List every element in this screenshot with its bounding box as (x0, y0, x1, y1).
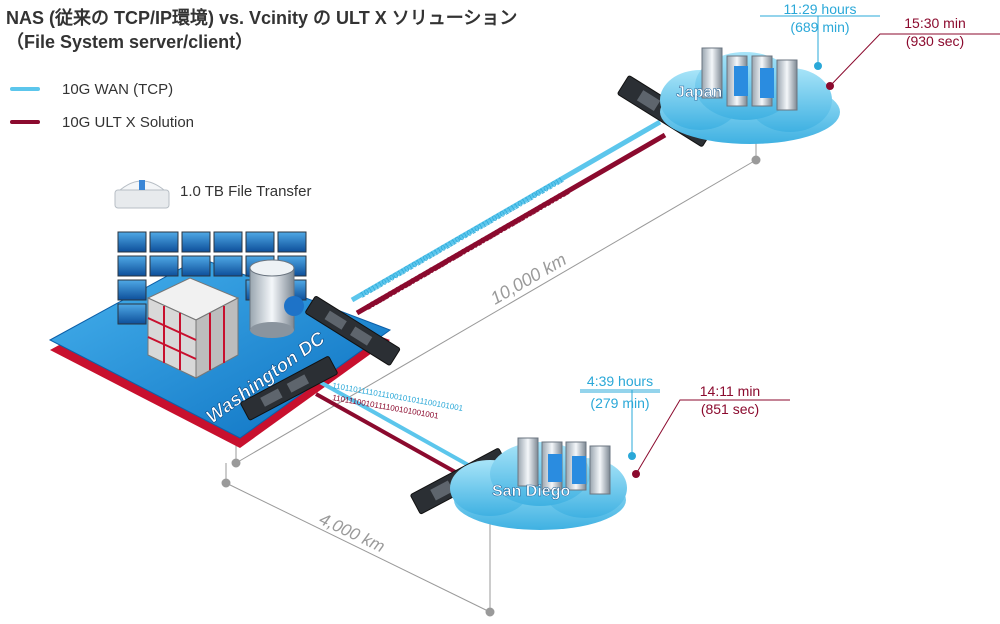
site-label-sandiego: San Diego (492, 483, 570, 500)
sandiego-tcp-minutes: (279 min) (590, 395, 650, 411)
japan-ultx-time: 15:30 min (930 sec) (880, 14, 990, 50)
diagram-title: NAS (従来の TCP/IP環境) vs. Vcinity の ULT X ソ… (6, 6, 517, 54)
japan-ultx-minutes: 15:30 min (904, 15, 966, 31)
site-label-japan: Japan (676, 84, 722, 101)
datacenter-cube-icon (146, 277, 240, 379)
sandiego-callout-lines (580, 389, 790, 478)
legend-tcp: 10G WAN (TCP) (10, 78, 173, 100)
japan-tcp-hours: 11:29 hours (783, 1, 857, 17)
japan-tcp-minutes: (689 min) (790, 19, 850, 35)
file-server-icon (114, 180, 170, 209)
japan-servers-icon (701, 47, 798, 111)
sandiego-tcp-time: 4:39 hours (279 min) (572, 372, 668, 412)
japan-tcp-time: 11:29 hours (689 min) (760, 0, 880, 36)
link-dc-japan (350, 119, 667, 316)
sandiego-ultx-time: 14:11 min (851 sec) (680, 382, 780, 418)
sandiego-ultx-minutes: 14:11 min (699, 383, 761, 399)
binary-stream-japan-ultx: 1011110100110101101111011100101011110101… (365, 187, 572, 312)
sandiego-ultx-seconds: (851 sec) (700, 401, 760, 417)
dc-storage-icon (249, 259, 304, 338)
legend-ultx-swatch (10, 120, 40, 124)
legend-ultx: 10G ULT X Solution (10, 111, 194, 133)
title-line-2: （File System server/client） (6, 32, 254, 52)
ultx-appliance-dc-japan (305, 296, 401, 366)
file-transfer-label: 1.0 TB File Transfer (180, 183, 312, 200)
japan-callout-lines (760, 15, 1000, 90)
legend-tcp-swatch (10, 87, 40, 91)
sandiego-tcp-hours: 4:39 hours (586, 373, 654, 389)
sandiego-servers-icon (517, 437, 611, 495)
link-dc-sandiego (315, 380, 471, 480)
legend-ultx-label: 10G ULT X Solution (62, 113, 195, 131)
legend-tcp-label: 10G WAN (TCP) (62, 80, 174, 98)
distance-label-japan: 10,000 km (487, 249, 570, 308)
title-line-1: NAS (従来の TCP/IP環境) vs. Vcinity の ULT X ソ… (6, 8, 518, 28)
ultx-appliance-dc-sandiego (240, 356, 338, 421)
japan-ultx-seconds: (930 sec) (905, 33, 965, 49)
